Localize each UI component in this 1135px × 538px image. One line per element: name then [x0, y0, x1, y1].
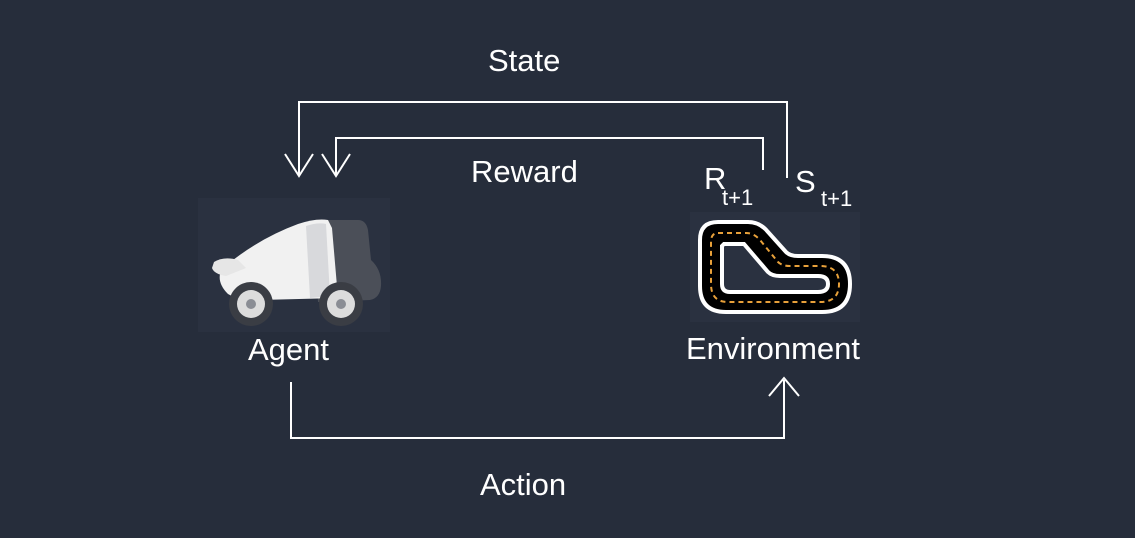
action-arrow-line [290, 380, 785, 439]
state-symbol: S [795, 164, 816, 199]
reward-symbol: R [704, 161, 727, 196]
reward-arrowhead [321, 153, 351, 178]
state-arrow-line [298, 101, 788, 178]
reward-subscript: t+1 [722, 185, 754, 210]
agent-icon-panel [198, 198, 390, 332]
reward-label: Reward [471, 154, 578, 189]
action-arrowhead [768, 376, 800, 397]
race-car-icon [212, 219, 382, 326]
race-track-icon [698, 220, 853, 314]
state-arrowhead [284, 153, 314, 178]
state-subscript: t+1 [821, 186, 853, 211]
action-label: Action [480, 467, 567, 502]
state-label: State [488, 43, 561, 78]
reward-arrow-line [335, 137, 764, 176]
agent-label: Agent [248, 332, 330, 367]
environment-label: Environment [686, 331, 861, 366]
environment-icon-panel [690, 212, 860, 322]
